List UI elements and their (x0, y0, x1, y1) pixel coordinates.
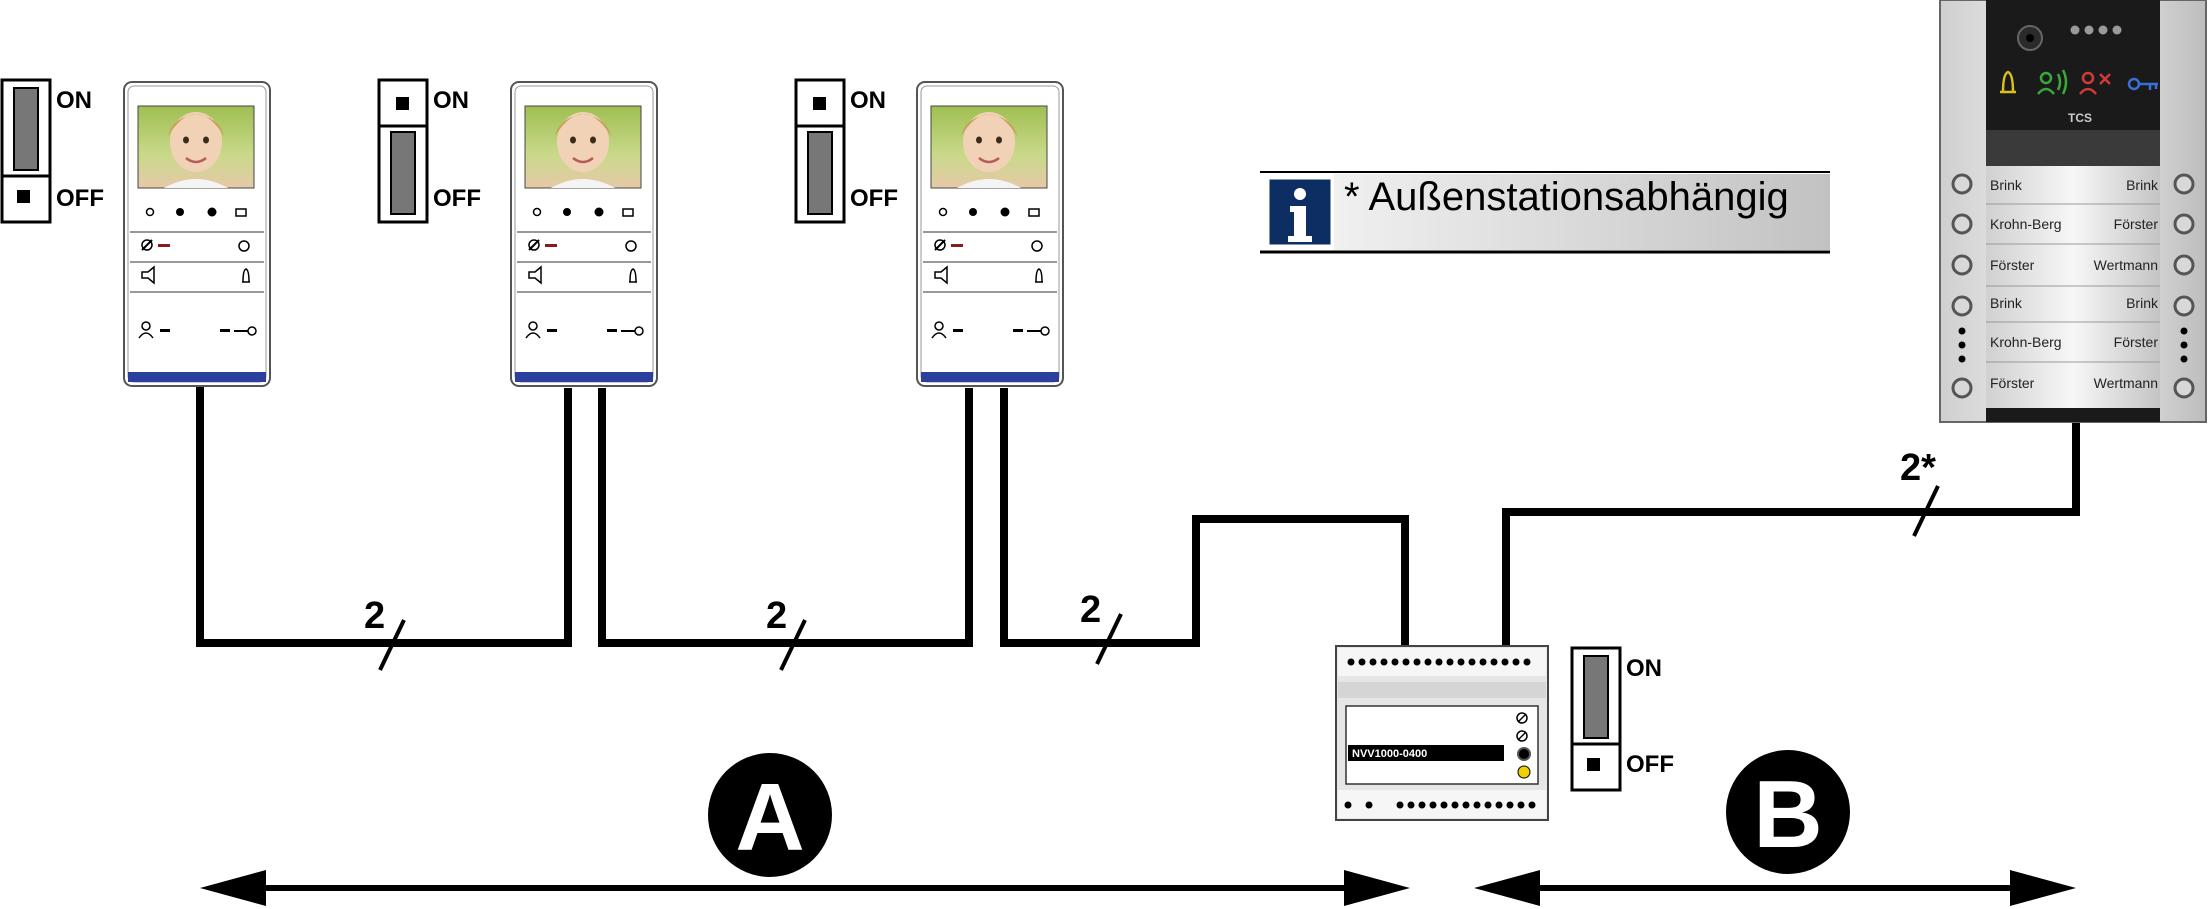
switch-off-label: OFF (850, 185, 898, 212)
termination-switch-monitor-1[interactable]: ON OFF (0, 78, 104, 224)
wire-count-label-3: 2 (1080, 589, 1101, 631)
section-b-label: B (1753, 761, 1822, 868)
door-station-button-row-4[interactable]: Brink Brink (1990, 295, 2159, 311)
switch-off-label: OFF (1626, 751, 1674, 778)
termination-switch-monitor-2[interactable]: ON OFF (377, 78, 481, 224)
video-monitor-2 (509, 80, 659, 388)
switch-on-label: ON (433, 87, 469, 114)
switch-off-label: OFF (433, 185, 481, 212)
door-station-button-row-5[interactable]: Krohn-Berg Förster (1990, 334, 2158, 350)
section-b-marker: B (1726, 750, 1850, 874)
door-station-button-row-6[interactable]: Förster Wertmann (1990, 375, 2158, 391)
button-name-left: Förster (1990, 257, 2035, 273)
section-a-marker: A (708, 753, 832, 877)
wire-monitor1-monitor2 (196, 384, 572, 647)
wire-power-supply-door-station (1502, 420, 2080, 648)
door-station-logo: TCS (2068, 111, 2092, 125)
button-name-left: Krohn-Berg (1990, 216, 2062, 232)
switch-off-label: OFF (56, 185, 104, 212)
info-text: * Außenstationsabhängig (1344, 175, 1789, 219)
termination-switch-power-supply[interactable]: ON OFF (1570, 646, 1674, 792)
switch-on-label: ON (1626, 655, 1662, 682)
button-name-right: Wertmann (2094, 257, 2158, 273)
button-name-left: Brink (1990, 295, 2023, 311)
button-name-left: Brink (1990, 177, 2023, 193)
wire-tick-3 (1095, 613, 1123, 665)
key-icon (2127, 77, 2158, 91)
video-monitor-3 (915, 80, 1065, 388)
wire-tick-b (1912, 485, 1940, 537)
section-a-label: A (735, 764, 804, 871)
wire-count-ticks (378, 485, 1940, 671)
wire-monitor3-power-supply (1000, 388, 1409, 648)
door-station: TCS Brink Brink Krohn-Berg Förster Först… (1939, 0, 2207, 423)
power-supply-unit: NVV1000-0400 (1335, 645, 1549, 821)
button-name-right: Wertmann (2094, 375, 2158, 391)
termination-switch-monitor-3[interactable]: ON OFF (794, 78, 898, 224)
door-station-button-row-2[interactable]: Krohn-Berg Förster (1990, 216, 2158, 232)
wire-monitor2-monitor3 (598, 388, 973, 647)
wire-count-label-1: 2 (364, 595, 385, 637)
wire-count-label-b: 2* (1900, 447, 1936, 489)
wire-count-label-2: 2 (766, 595, 787, 637)
door-station-button-row-1[interactable]: Brink Brink (1990, 177, 2159, 193)
switch-on-label: ON (56, 87, 92, 114)
button-name-right: Brink (2126, 295, 2159, 311)
door-station-button-row-3[interactable]: Förster Wertmann (1990, 257, 2158, 273)
wire-tick-1 (378, 619, 406, 671)
video-monitor-1 (122, 80, 272, 388)
switch-on-label: ON (850, 87, 886, 114)
wiring (196, 384, 2080, 648)
section-a-span-arrow (200, 870, 1410, 906)
bell-icon (2000, 70, 2016, 94)
button-name-right: Förster (2114, 334, 2159, 350)
speech-icon (2037, 69, 2068, 95)
door-station-side-buttons (1951, 173, 2195, 399)
button-name-left: Krohn-Berg (1990, 334, 2062, 350)
section-b-span-arrow (1474, 870, 2076, 906)
button-name-right: Förster (2114, 216, 2159, 232)
no-entry-icon (2079, 71, 2111, 95)
power-supply-label: NVV1000-0400 (1352, 748, 1427, 760)
button-name-right: Brink (2126, 177, 2159, 193)
wire-tick-2 (779, 619, 807, 671)
button-name-left: Förster (1990, 375, 2035, 391)
info-box: * Außenstationsabhängig (1260, 171, 1830, 254)
